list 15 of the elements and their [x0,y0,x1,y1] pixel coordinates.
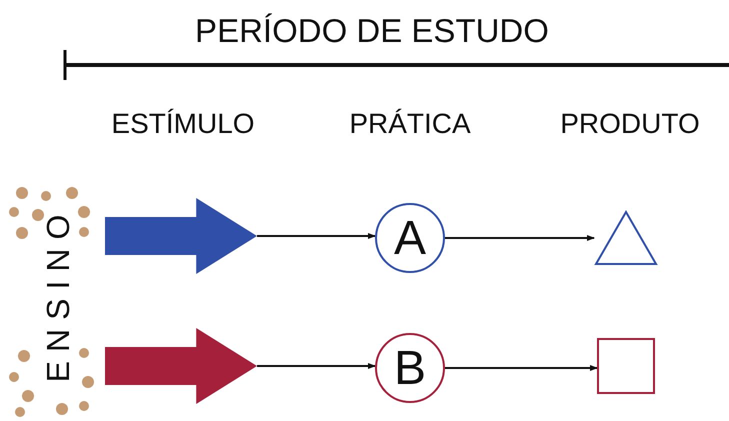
letter-circle: A [375,203,445,273]
arrow [257,233,376,239]
column-heading: PRODUTO [560,108,700,140]
triangle-shape [594,210,658,266]
arrow [445,235,595,241]
title: PERÍODO DE ESTUDO [195,12,549,50]
block-arrow [105,328,257,404]
letter-circle: B [375,333,445,403]
square-shape [597,338,655,394]
arrow [445,365,598,371]
arrow [257,363,376,369]
column-heading: PRÁTICA [349,108,471,140]
column-heading: ESTÍMULO [111,108,255,140]
vertical-label: ENSINO [37,194,79,394]
block-arrow [105,198,257,274]
